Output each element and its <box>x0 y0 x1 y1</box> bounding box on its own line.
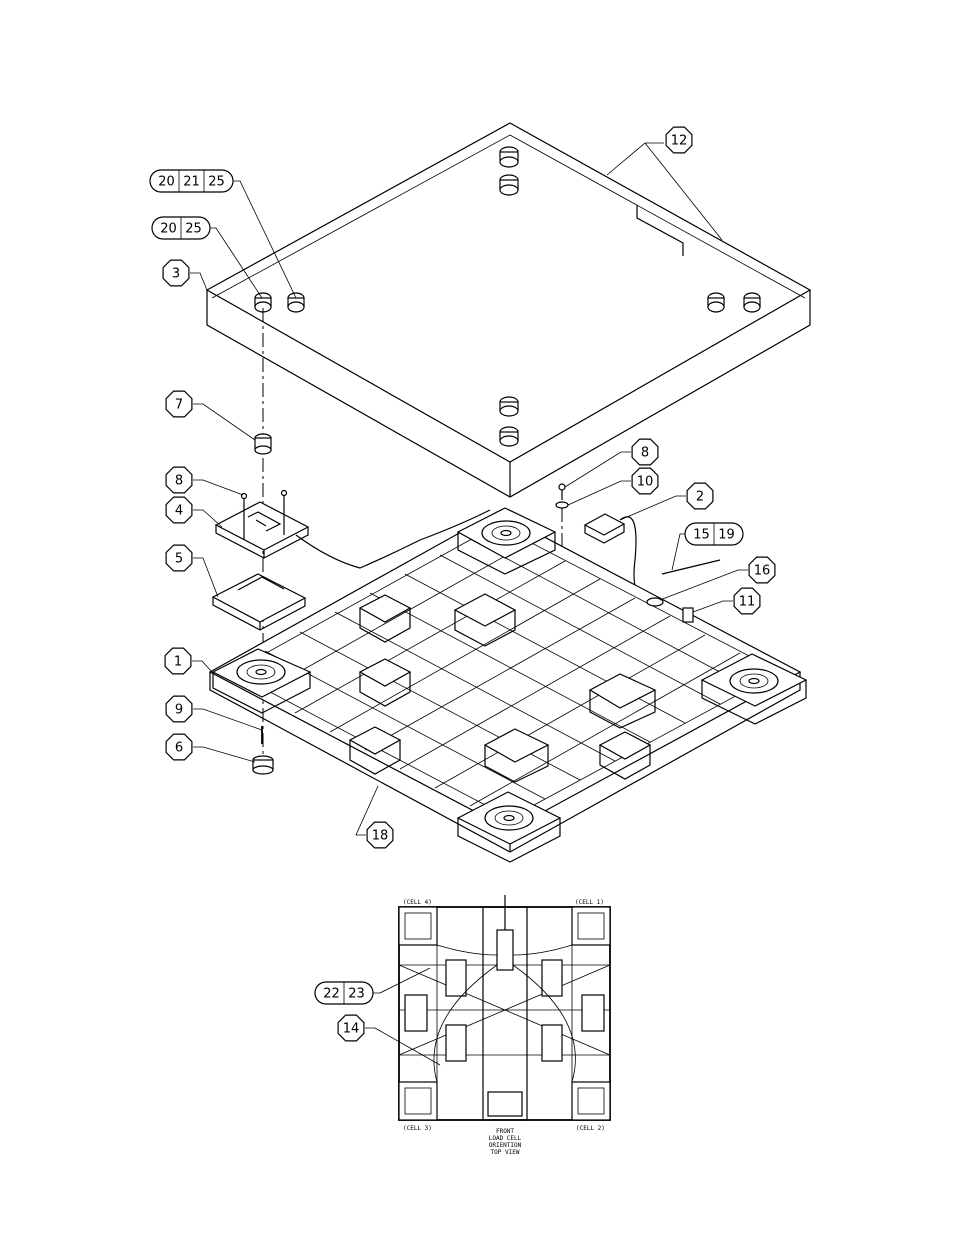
balloon-b6: 6 <box>166 734 255 762</box>
leveling-foot <box>253 756 273 774</box>
balloon-number: 1 <box>174 655 182 670</box>
cell1-label: (CELL 1) <box>575 899 604 906</box>
top-view-diagram <box>399 895 610 1120</box>
balloon-number: 8 <box>641 446 649 461</box>
balloon-b3: 3 <box>163 260 207 290</box>
bumper-foot <box>255 434 271 454</box>
balloon-b18: 18 <box>356 786 393 848</box>
balloon-number: 3 <box>172 267 180 282</box>
caption-line-4: TOP VIEW <box>491 1149 520 1156</box>
balloon-number: 18 <box>372 829 389 844</box>
balloon-number: 5 <box>175 552 183 567</box>
balloon-number: 7 <box>175 398 183 413</box>
balloon-b1: 1 <box>165 648 212 674</box>
balloon-number: 16 <box>754 564 771 579</box>
balloon-number: 11 <box>739 595 756 610</box>
cable-grommet <box>647 598 663 606</box>
balloon-number: 14 <box>343 1022 360 1037</box>
balloon-number: 25 <box>208 175 225 190</box>
caption-line-2: LOAD CELL <box>489 1135 522 1142</box>
balloon-number: 25 <box>185 222 202 237</box>
strain-relief <box>683 608 693 622</box>
balloon-b5: 5 <box>166 545 218 597</box>
balloon-number: 15 <box>693 528 710 543</box>
balloon-number: 20 <box>160 222 177 237</box>
balloon-b11: 11 <box>693 588 760 614</box>
balloon-number: 19 <box>718 528 735 543</box>
balloon-b4: 4 <box>166 497 222 527</box>
balloon-number: 10 <box>637 475 654 490</box>
balloon-b10: 10 <box>568 468 658 505</box>
cell3-label: (CELL 3) <box>403 1125 432 1132</box>
caption-line-1: FRONT <box>496 1128 514 1135</box>
cable <box>662 560 720 574</box>
cell2-label: (CELL 2) <box>576 1125 605 1132</box>
balloon-number: 6 <box>175 741 183 756</box>
balloon-number: 2 <box>696 490 704 505</box>
top-platter <box>207 123 810 497</box>
cell4-label: (CELL 4) <box>403 899 432 906</box>
balloon-b9: 9 <box>166 696 262 730</box>
balloon-number: 9 <box>175 703 183 718</box>
caption-line-3: ORIENTION <box>489 1142 522 1149</box>
balloon-b7: 7 <box>166 391 255 440</box>
balloon-number: 23 <box>348 987 365 1002</box>
balloon-number: 8 <box>175 474 183 489</box>
spacer-plate <box>213 574 305 630</box>
balloon-b8a: 8 <box>166 467 243 495</box>
balloon-number: 21 <box>183 175 200 190</box>
balloon-number: 22 <box>323 987 340 1002</box>
balloon-number: 4 <box>175 504 183 519</box>
balloon-number: 20 <box>158 175 175 190</box>
balloon-number: 12 <box>671 134 688 149</box>
